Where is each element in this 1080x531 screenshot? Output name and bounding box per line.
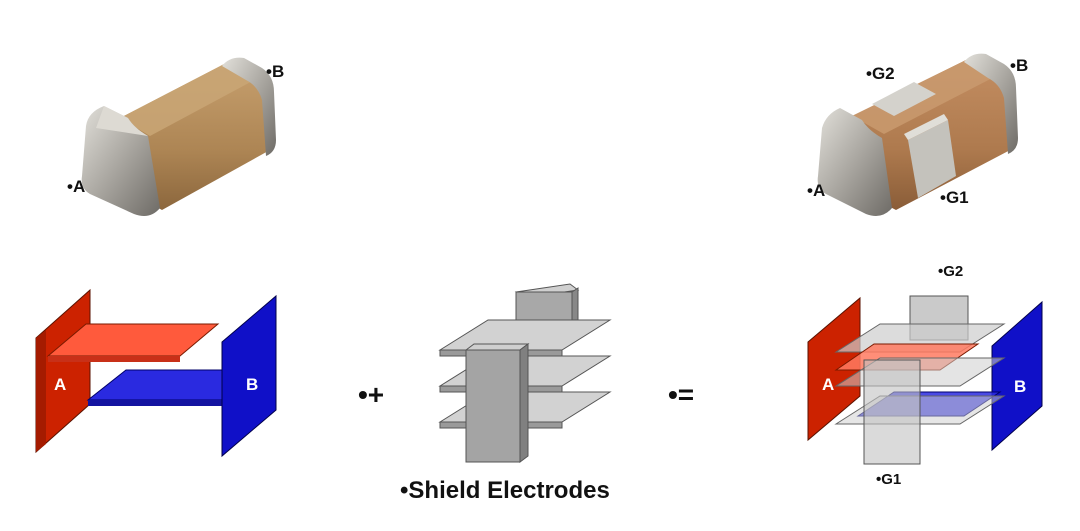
filter-label-g1: •G1 — [940, 188, 969, 207]
electrode-label-a: A — [54, 375, 66, 394]
electrode-pair — [35, 288, 277, 458]
combo-label-g2: •G2 — [938, 263, 963, 280]
shield-electrodes — [438, 283, 612, 463]
filter-label-g2: •G2 — [866, 64, 895, 83]
combined-structure — [807, 295, 1043, 465]
combo-label-a: A — [822, 375, 834, 394]
combo-label-b: B — [1014, 377, 1026, 396]
electrode-label-b: B — [246, 375, 258, 394]
filter-label-b: •B — [1010, 56, 1028, 75]
equals-sign: •= — [668, 379, 694, 410]
shield-caption: •Shield Electrodes — [400, 477, 610, 504]
filter-chip — [817, 53, 1018, 216]
cap-label-b: •B — [266, 62, 284, 81]
combo-label-g1: •G1 — [876, 471, 901, 488]
plus-sign: •+ — [358, 379, 384, 410]
cap-label-a: •A — [67, 177, 85, 196]
filter-label-a: •A — [807, 181, 825, 200]
mlcc-chip — [81, 57, 276, 216]
